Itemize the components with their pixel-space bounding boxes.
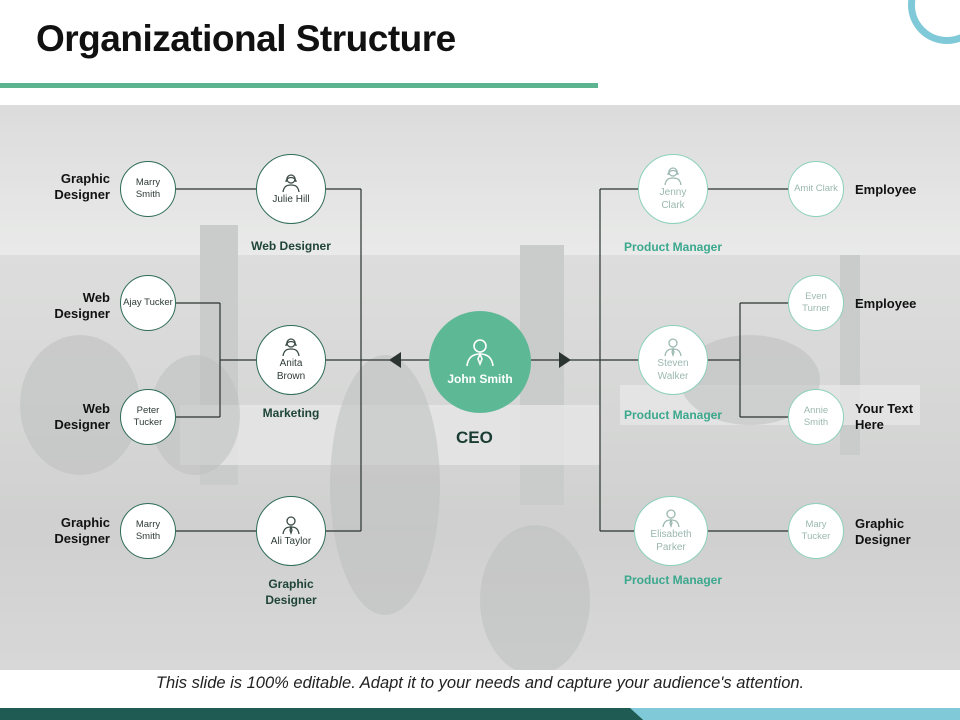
- manager-name: Anita Brown: [276, 358, 306, 382]
- staff-name: Marry Smith: [135, 519, 161, 542]
- staff-role: Graphic Designer: [855, 516, 911, 547]
- male-avatar-icon: [662, 337, 684, 358]
- left-arrow-icon: [389, 352, 401, 368]
- manager-role: Product Manager: [623, 240, 722, 254]
- ceo-name: John Smith: [447, 372, 513, 386]
- ceo-node[interactable]: John Smith: [429, 311, 531, 413]
- staff-name: Annie Smith: [803, 405, 829, 428]
- staff-node-mary-tucker[interactable]: Mary Tucker: [788, 503, 844, 559]
- male-avatar-icon: [280, 515, 302, 535]
- right-arrow-icon: [559, 352, 571, 368]
- manager-name: Steven Walker: [657, 358, 689, 382]
- female-avatar-icon: [280, 337, 302, 357]
- manager-node-anita-brown[interactable]: Anita Brown: [256, 325, 326, 395]
- staff-name: Even Turner: [802, 291, 830, 314]
- manager-name: Elisabeth Parker: [650, 529, 692, 553]
- manager-node-elisabeth-parker[interactable]: Elisabeth Parker: [634, 496, 708, 566]
- female-avatar-icon: [662, 166, 684, 186]
- staff-role: Graphic Designer: [54, 171, 110, 202]
- manager-role: Product Manager: [623, 408, 722, 422]
- staff-role: Graphic Designer: [54, 515, 110, 546]
- title-underline: [0, 83, 598, 88]
- corner-decoration: [908, 0, 960, 44]
- footer-caption: This slide is 100% editable. Adapt it to…: [155, 674, 805, 692]
- manager-node-jenny-clark[interactable]: Jenny Clark: [638, 154, 708, 224]
- manager-role: Marketing: [262, 406, 320, 420]
- staff-role: Your Text Here: [855, 401, 914, 432]
- staff-role: Web Designer: [54, 290, 110, 321]
- staff-node-ajay-tucker[interactable]: Ajay Tucker: [120, 275, 176, 331]
- manager-name: Jenny Clark: [659, 187, 687, 211]
- manager-role: Graphic Designer: [265, 577, 317, 607]
- manager-role: Product Manager: [623, 573, 722, 587]
- staff-node-even-turner[interactable]: Even Turner: [788, 275, 844, 331]
- staff-name: Marry Smith: [135, 177, 161, 200]
- manager-node-julie-hill[interactable]: Julie Hill: [256, 154, 326, 224]
- female-avatar-icon: [280, 173, 302, 193]
- staff-node-amit-clark[interactable]: Amit Clark: [788, 161, 844, 217]
- slide-title: Organizational Structure: [36, 18, 456, 59]
- staff-name: Mary Tucker: [801, 519, 831, 542]
- staff-name: Peter Tucker: [133, 405, 163, 428]
- staff-node-marry-smith[interactable]: Marry Smith: [120, 161, 176, 217]
- manager-node-steven-walker[interactable]: Steven Walker: [638, 325, 708, 395]
- manager-node-ali-taylor[interactable]: Ali Taylor: [256, 496, 326, 566]
- staff-node-marry-smith-2[interactable]: Marry Smith: [120, 503, 176, 559]
- manager-role: Web Designer: [251, 239, 331, 253]
- staff-name: Ajay Tucker: [123, 297, 173, 308]
- male-avatar-icon: [463, 337, 497, 367]
- ceo-role-label: CEO: [456, 428, 493, 447]
- bottom-band-highlight: [630, 708, 960, 720]
- staff-role: Web Designer: [54, 401, 110, 432]
- staff-name: Amit Clark: [794, 183, 838, 194]
- manager-name: Julie Hill: [272, 193, 310, 205]
- manager-name: Ali Taylor: [270, 535, 312, 547]
- staff-role: Employee: [855, 182, 917, 197]
- staff-node-peter-tucker[interactable]: Peter Tucker: [120, 389, 176, 445]
- staff-node-annie-smith[interactable]: Annie Smith: [788, 389, 844, 445]
- staff-role: Employee: [855, 296, 917, 311]
- male-avatar-icon: [660, 508, 682, 529]
